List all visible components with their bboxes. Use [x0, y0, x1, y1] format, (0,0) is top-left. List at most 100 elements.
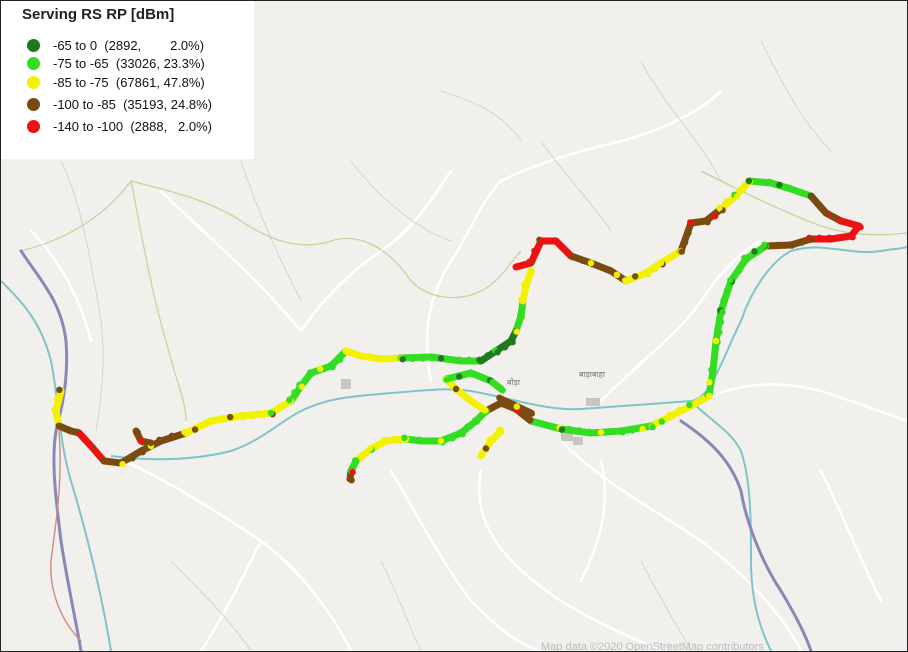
measurement-point: [696, 397, 704, 405]
legend-item: -100 to -85 (35193, 24.8%): [27, 95, 212, 113]
legend-label: -85 to -75 (67861, 47.8%): [53, 75, 205, 90]
measurement-point: [745, 177, 753, 185]
legend-title: Serving RS RP [dBm]: [22, 6, 175, 23]
measurement-point: [472, 417, 479, 424]
measurement-point: [607, 428, 615, 435]
legend-label: -140 to -100 (2888, 2.0%): [53, 119, 212, 134]
measurement-point: [847, 232, 855, 240]
measurement-point: [349, 469, 356, 476]
legend-label: -100 to -85 (35193, 24.8%): [53, 97, 212, 112]
measurement-point: [658, 418, 665, 425]
legend-swatch: [27, 39, 40, 52]
measurement-point: [716, 329, 723, 336]
measurement-point: [291, 389, 298, 396]
measurement-point: [704, 219, 711, 226]
measurement-point: [416, 436, 423, 443]
route-segment-light-green: [402, 407, 490, 445]
measurement-point: [681, 239, 689, 246]
measurement-point: [496, 394, 503, 401]
legend-label: -65 to 0 (2892, 2.0%): [53, 38, 205, 53]
measurement-point: [77, 431, 84, 438]
measurement-point: [687, 219, 694, 226]
measurement-point: [459, 431, 466, 438]
measurement-point: [733, 193, 740, 200]
measurement-point: [482, 407, 489, 414]
measurement-point: [788, 186, 795, 193]
measurement-point: [523, 283, 530, 290]
measurement-point: [156, 436, 163, 443]
measurement-point: [686, 401, 693, 408]
measurement-point: [512, 263, 520, 271]
measurement-point: [651, 266, 659, 273]
measurement-point: [538, 238, 545, 245]
measurement-point: [469, 399, 476, 406]
measurement-point: [267, 409, 275, 417]
place-label: बोड़ा: [507, 378, 520, 387]
measurement-point: [644, 271, 651, 278]
measurement-point: [53, 408, 60, 415]
measurement-point: [55, 422, 63, 430]
measurement-point: [566, 425, 573, 433]
measurement-point: [419, 355, 426, 362]
measurement-point: [558, 426, 565, 433]
measurement-point: [477, 452, 485, 460]
measurement-point: [579, 257, 586, 264]
measurement-point: [137, 447, 145, 455]
legend-swatch: [27, 120, 40, 133]
measurement-point: [576, 427, 583, 434]
measurement-point: [66, 426, 73, 433]
measurement-point: [617, 427, 625, 435]
measurement-point: [399, 356, 406, 363]
settlements: [341, 379, 600, 445]
legend-swatch: [27, 98, 40, 111]
measurement-point: [513, 328, 520, 335]
measurement-point: [531, 247, 538, 254]
measurement-point: [586, 428, 593, 435]
measurement-point: [437, 355, 445, 362]
measurement-point: [668, 413, 675, 420]
legend-item: -140 to -100 (2888, 2.0%): [27, 117, 212, 135]
measurement-point: [467, 369, 474, 376]
measurement-point: [639, 425, 646, 433]
measurement-point: [736, 267, 743, 274]
measurement-point: [378, 356, 385, 363]
measurement-point: [307, 369, 314, 376]
measurement-point: [87, 442, 95, 450]
measurement-point: [352, 457, 360, 465]
measurement-point: [727, 277, 734, 284]
measurement-point: [427, 353, 435, 361]
measurement-point: [723, 287, 731, 294]
measurement-point: [798, 239, 805, 246]
measurement-point: [482, 445, 490, 452]
measurement-point: [259, 412, 266, 419]
measurement-point: [449, 435, 456, 442]
measurement-point: [456, 356, 463, 363]
measurement-point: [552, 237, 559, 244]
measurement-point: [857, 224, 864, 231]
measurement-point: [359, 451, 366, 458]
measurement-point: [329, 364, 336, 371]
measurement-point: [527, 417, 534, 424]
measurement-point: [678, 248, 685, 255]
measurement-point: [239, 414, 246, 421]
measurement-point: [613, 271, 621, 278]
measurement-point: [477, 373, 484, 380]
measurement-point: [809, 194, 816, 201]
measurement-point: [649, 424, 656, 431]
measurement-point: [168, 432, 176, 439]
measurement-point: [622, 277, 629, 284]
measurement-point: [756, 178, 764, 186]
measurement-point: [846, 219, 853, 227]
measurement-point: [518, 296, 525, 303]
legend: Serving RS RP [dBm] -65 to 0 (2892, 2.0%…: [1, 1, 254, 159]
measurement-point: [383, 438, 390, 445]
measurement-point: [474, 402, 481, 409]
measurement-point: [336, 356, 344, 363]
measurement-point: [526, 258, 533, 265]
measurement-point: [657, 259, 665, 267]
measurement-point: [816, 202, 824, 209]
measurement-point: [497, 399, 505, 407]
measurement-point: [597, 429, 605, 436]
